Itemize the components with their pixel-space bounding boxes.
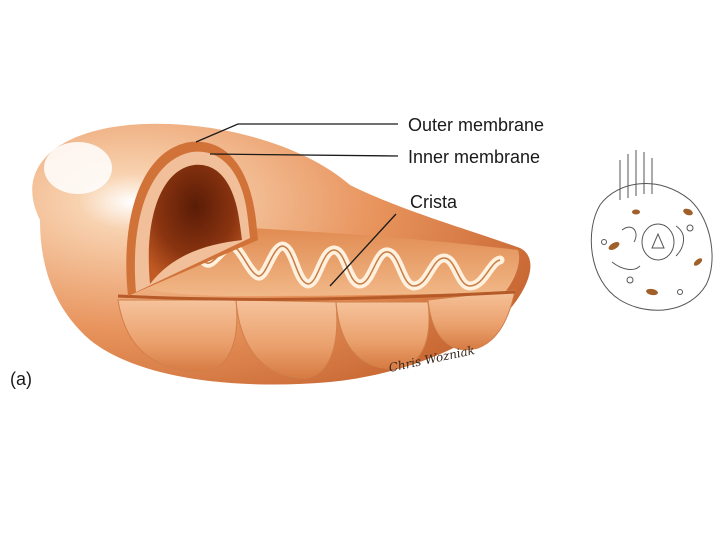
crista-label: Crista: [410, 193, 457, 211]
cell-nucleus: [642, 224, 674, 260]
cell-organelles: [607, 207, 703, 296]
panel-letter: (a): [10, 369, 32, 390]
organelle: [632, 210, 640, 215]
highlight: [44, 142, 112, 194]
vesicle: [687, 225, 693, 231]
inner-membrane-label: Inner membrane: [408, 148, 540, 166]
vesicle: [602, 240, 607, 245]
nucleus-marker: [652, 234, 664, 248]
vesicle: [627, 277, 633, 283]
vesicle: [678, 290, 683, 295]
cell-sketch: [591, 150, 712, 310]
organelle: [646, 288, 659, 296]
outer-lobes: [118, 290, 515, 378]
microvilli: [620, 150, 652, 200]
organelle: [693, 257, 704, 267]
organelle: [682, 207, 693, 216]
outer-membrane-label: Outer membrane: [408, 116, 544, 134]
organelle: [607, 240, 620, 251]
